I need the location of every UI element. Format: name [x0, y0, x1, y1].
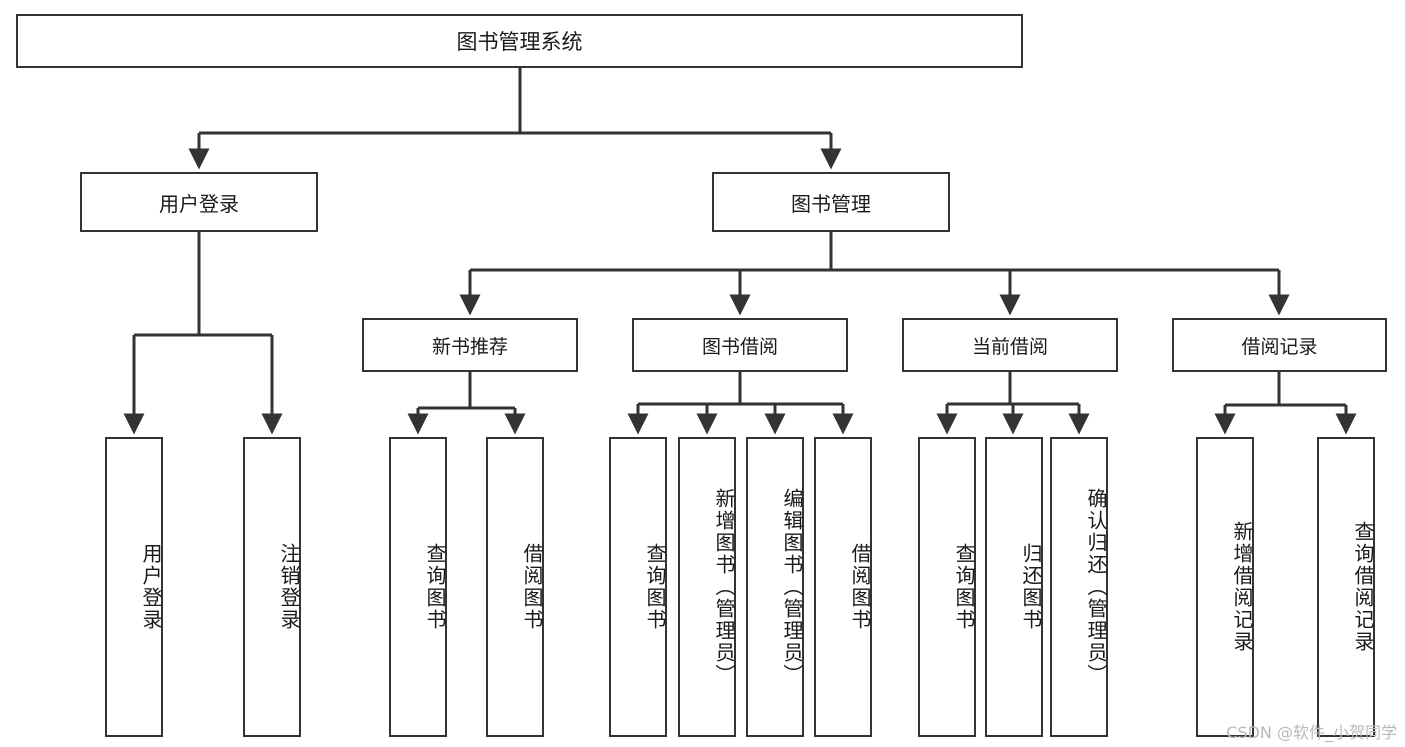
node-root[interactable]: 图书管理系统: [16, 14, 1023, 68]
leaf-node-label: 确认归还（管理员）: [1084, 488, 1108, 686]
leaf-node-label: 用户登录: [139, 543, 163, 631]
leaf-node[interactable]: 查询图书: [389, 437, 447, 737]
leaf-node-label: 归还图书: [1019, 543, 1043, 631]
leaf-node[interactable]: 编辑图书（管理员）: [746, 437, 804, 737]
leaf-node-label: 查询图书: [423, 543, 447, 631]
leaf-node[interactable]: 确认归还（管理员）: [1050, 437, 1108, 737]
node-new-book-recommend[interactable]: 新书推荐: [362, 318, 578, 372]
node-book-management-label: 图书管理: [791, 191, 871, 216]
csdn-watermark: CSDN @软件_小贺同学: [1226, 723, 1397, 742]
leaf-node-label: 注销登录: [277, 543, 301, 631]
node-borrow-records[interactable]: 借阅记录: [1172, 318, 1387, 372]
leaf-node-label: 新增图书（管理员）: [712, 488, 736, 686]
node-book-management[interactable]: 图书管理: [712, 172, 950, 232]
leaf-node[interactable]: 新增图书（管理员）: [678, 437, 736, 737]
node-root-label: 图书管理系统: [456, 30, 583, 54]
leaf-node[interactable]: 归还图书: [985, 437, 1043, 737]
node-new-book-recommend-label: 新书推荐: [431, 335, 508, 358]
node-user-login-label: 用户登录: [159, 191, 239, 216]
leaf-node[interactable]: 新增借阅记录: [1196, 437, 1254, 737]
node-current-borrow-label: 当前借阅: [971, 335, 1048, 358]
leaf-node-label: 编辑图书（管理员）: [780, 488, 804, 686]
leaf-node[interactable]: 查询图书: [609, 437, 667, 737]
leaf-node[interactable]: 查询图书: [918, 437, 976, 737]
node-user-login[interactable]: 用户登录: [80, 172, 318, 232]
node-book-borrow[interactable]: 图书借阅: [632, 318, 848, 372]
leaf-node[interactable]: 借阅图书: [814, 437, 872, 737]
leaf-node-label: 查询图书: [643, 543, 667, 631]
leaf-node-label: 借阅图书: [520, 543, 544, 631]
leaf-node[interactable]: 用户登录: [105, 437, 163, 737]
leaf-node-label: 查询图书: [952, 543, 976, 631]
leaf-node[interactable]: 注销登录: [243, 437, 301, 737]
node-book-borrow-label: 图书借阅: [701, 335, 778, 358]
leaf-node[interactable]: 查询借阅记录: [1317, 437, 1375, 737]
leaf-node[interactable]: 借阅图书: [486, 437, 544, 737]
leaf-node-label: 查询借阅记录: [1351, 521, 1375, 653]
leaf-node-label: 借阅图书: [848, 543, 872, 631]
node-borrow-records-label: 借阅记录: [1241, 335, 1318, 358]
node-current-borrow[interactable]: 当前借阅: [902, 318, 1118, 372]
leaf-node-label: 新增借阅记录: [1230, 521, 1254, 653]
